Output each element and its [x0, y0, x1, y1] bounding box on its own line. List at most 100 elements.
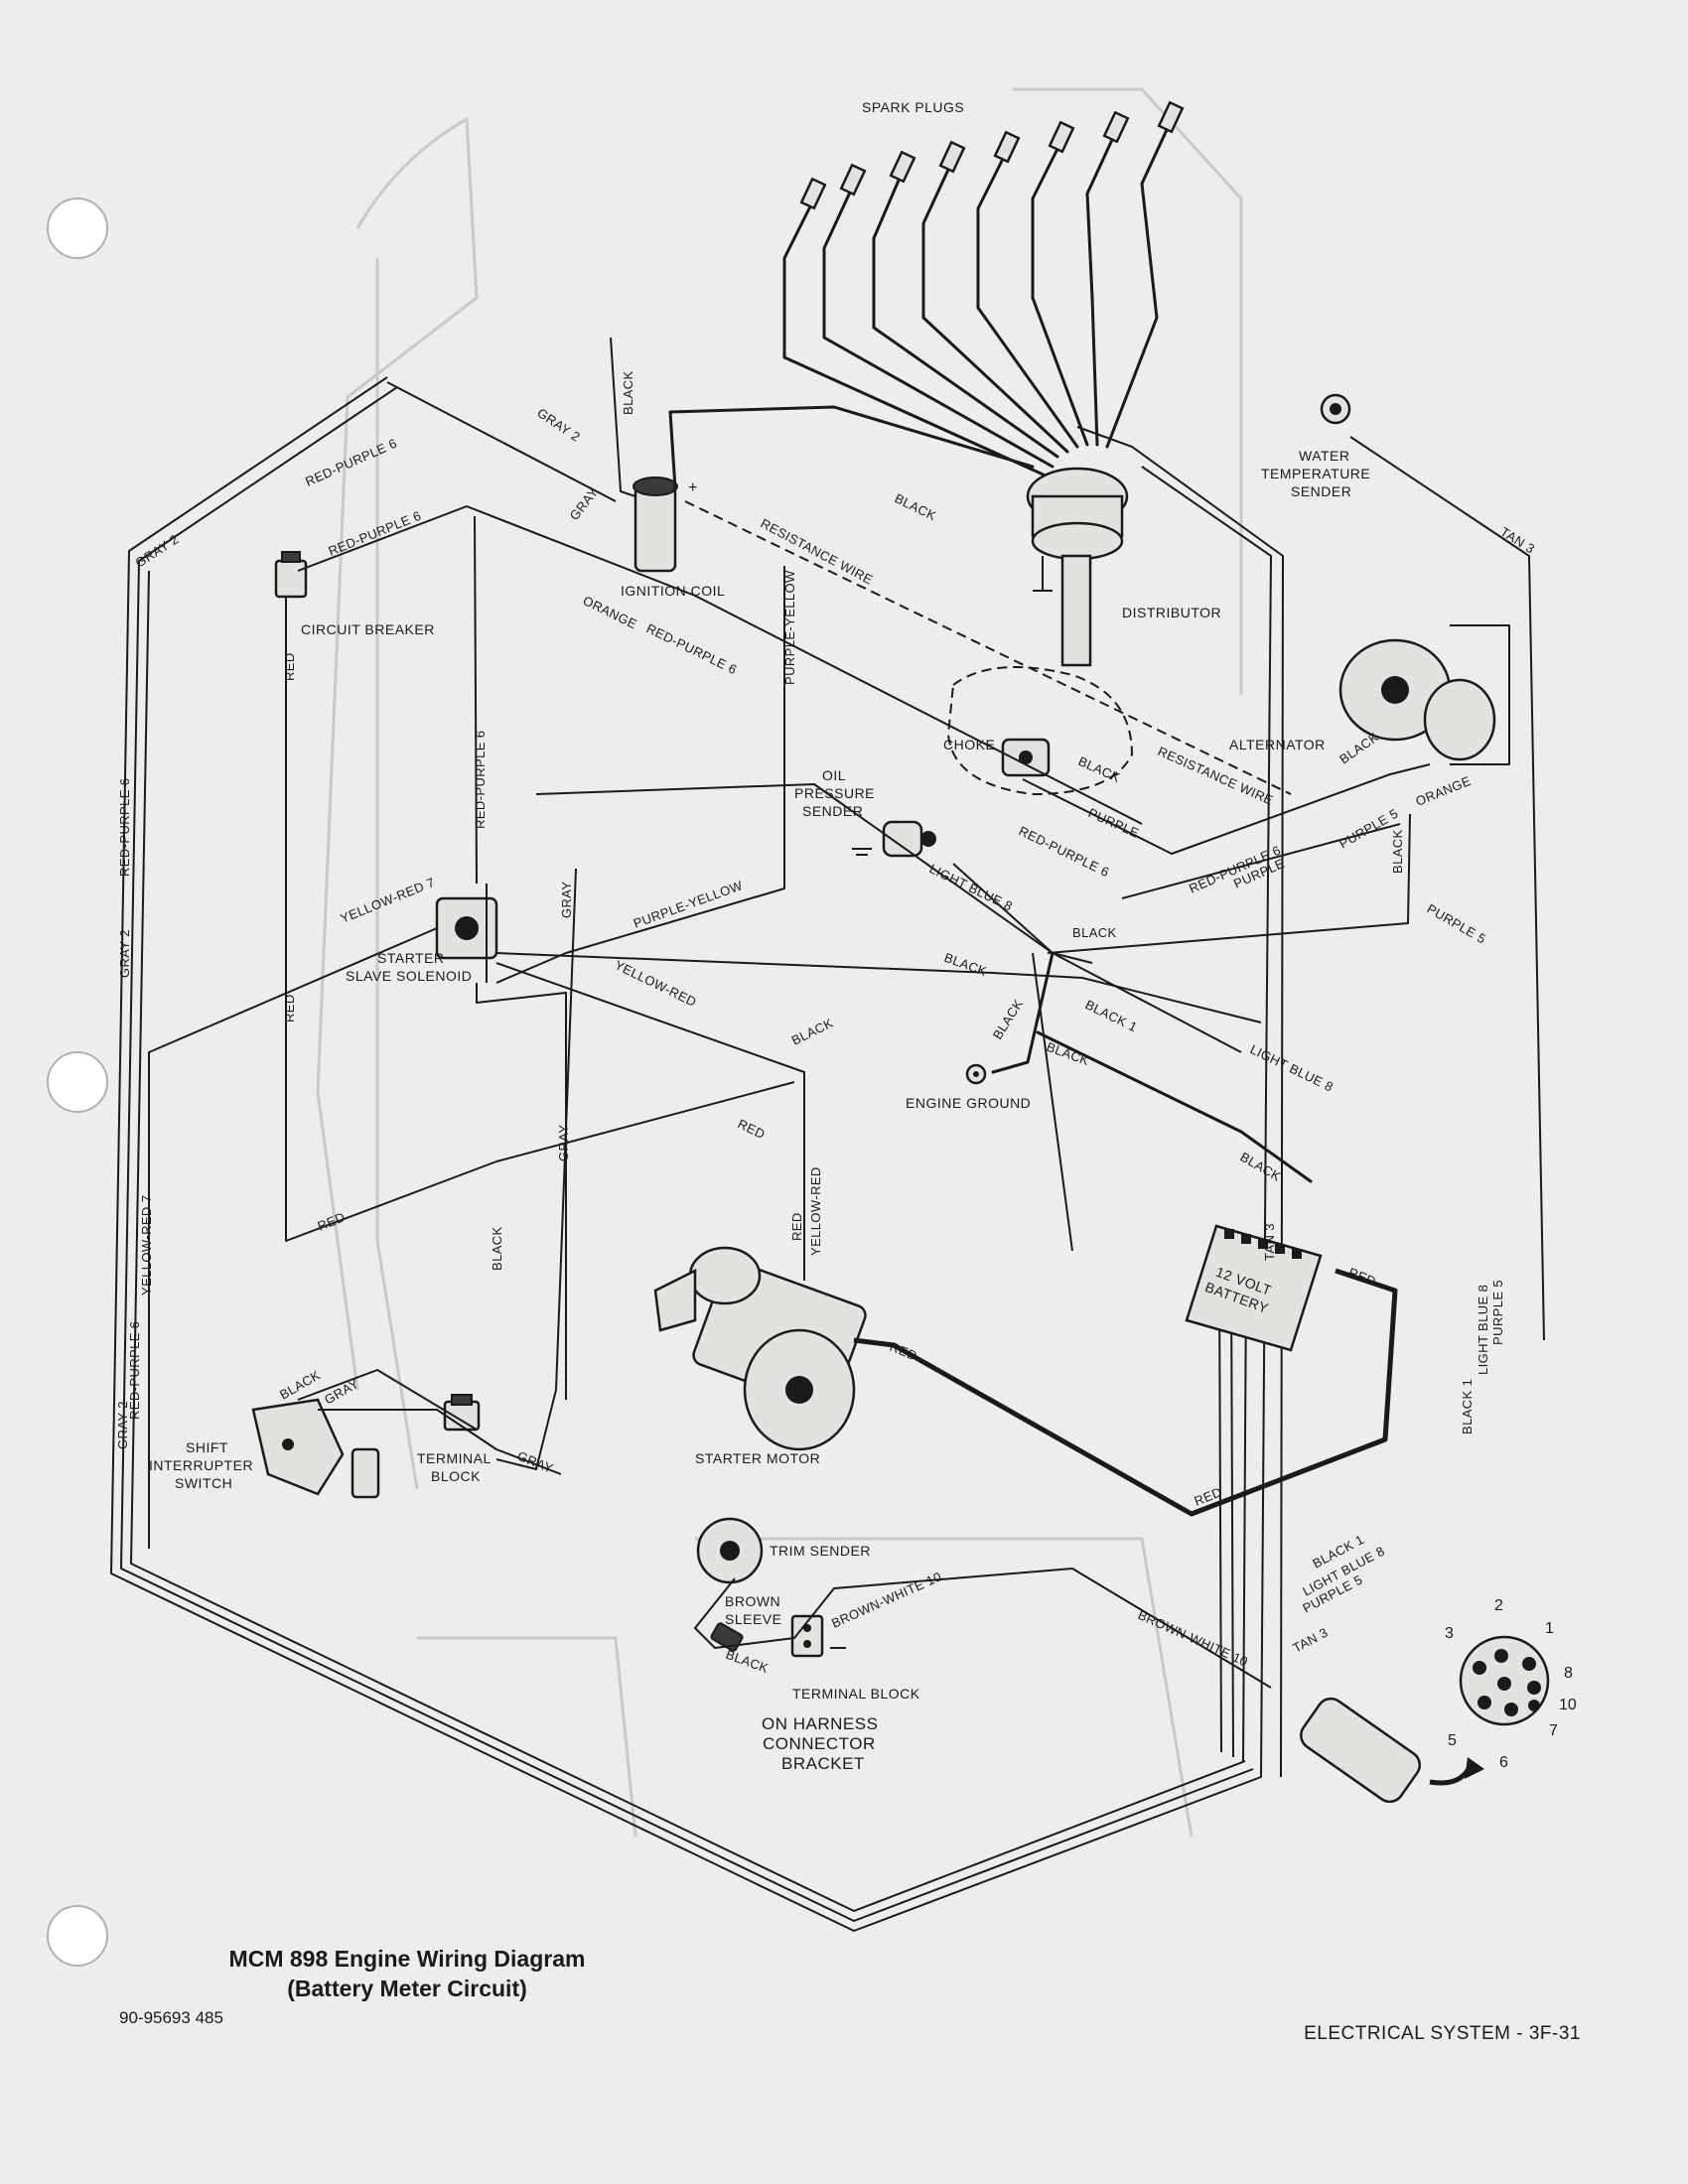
binder-hole-bottom — [47, 1905, 108, 1967]
wire-label-orange-left: ORANGE — [581, 593, 639, 631]
wire-label-brown-white10-top: BROWN-WHITE 10 — [829, 1569, 943, 1630]
trim-sender-icon — [696, 1517, 764, 1584]
wire-labels: GRAY 2 RED-PURPLE 6 RED-PURPLE 6 GRAY 2 … — [115, 370, 1537, 1676]
pin-label-5: 5 — [1448, 1732, 1457, 1749]
engine-ground-icon — [965, 1063, 987, 1085]
wire-label-light-blue8-vert: LIGHT BLUE 8 — [1476, 1285, 1490, 1375]
label-ignition-coil: IGNITION COIL — [621, 583, 725, 599]
wire-label-tan3-right: TAN 3 — [1262, 1223, 1277, 1261]
wire-label-red-starter: RED — [888, 1339, 919, 1364]
pin-label-1: 1 — [1545, 1620, 1554, 1637]
connector-pin-face — [1459, 1635, 1550, 1726]
connector-pin-labels: 1 2 3 5 6 7 8 10 — [1445, 1597, 1577, 1771]
distributor-icon — [1026, 467, 1129, 667]
wire-label-yellow-red-diag: YELLOW-RED — [613, 957, 699, 1010]
component-wiring — [148, 337, 1545, 1689]
wire-label-black-ground-2: BLACK — [990, 997, 1026, 1042]
wire-label-gray2-bottom: GRAY 2 — [115, 1401, 130, 1449]
wire-label-red-purple6-bottom: RED-PURPLE 6 — [127, 1321, 142, 1420]
binder-hole-middle — [47, 1051, 108, 1113]
wire-label-black1-vert: BLACK 1 — [1460, 1379, 1475, 1434]
wire-label-gray-vert: GRAY — [559, 882, 574, 918]
label-oil-1: OIL — [822, 767, 846, 783]
label-starter-2: SLAVE SOLENOID — [346, 968, 472, 984]
wire-label-red-left: RED — [282, 994, 297, 1023]
label-alternator: ALTERNATOR — [1229, 737, 1326, 752]
label-terminal-block-harness: TERMINAL BLOCK — [792, 1686, 920, 1702]
wire-label-tan3-top: TAN 3 — [1497, 524, 1537, 557]
wire-label-red-purple6-vert: RED-PURPLE 6 — [473, 731, 488, 829]
harness-connector-icon — [1300, 1697, 1484, 1804]
label-shift-2: INTERRUPTER — [149, 1457, 253, 1473]
wire-label-red-vert: RED — [789, 1212, 804, 1241]
wire-label-gray2-left: GRAY 2 — [117, 929, 132, 978]
label-brown-sleeve-1: BROWN — [725, 1593, 780, 1609]
label-engine-ground: ENGINE GROUND — [906, 1095, 1031, 1111]
binder-hole-top — [47, 198, 108, 259]
wire-label-gray-shift: GRAY — [322, 1376, 361, 1408]
pin-label-2: 2 — [1494, 1597, 1503, 1614]
diagram-caption: MCM 898 Engine Wiring Diagram (Battery M… — [189, 1944, 626, 2003]
terminal-block-icon — [443, 1394, 481, 1432]
label-terminal-block-2: BLOCK — [431, 1468, 481, 1484]
wire-label-red-left-diag: RED — [316, 1209, 348, 1234]
wire-label-black-ground-3: BLACK — [1045, 1039, 1091, 1068]
wire-label-light-blue8-mid: LIGHT BLUE 8 — [1248, 1041, 1336, 1094]
wire-label-black-vert-left: BLACK — [490, 1226, 504, 1271]
wire-label-black1: BLACK 1 — [1083, 997, 1140, 1034]
label-distributor: DISTRIBUTOR — [1122, 605, 1221, 620]
wire-label-light-blue8-oil: LIGHT BLUE 8 — [927, 861, 1016, 913]
label-harness-2: CONNECTOR — [763, 1734, 876, 1753]
label-oil-2: PRESSURE — [794, 785, 875, 801]
ignition-coil-icon: + — [633, 477, 697, 573]
label-starter-motor: STARTER MOTOR — [695, 1450, 820, 1466]
wire-label-gray-coil: GRAY — [567, 484, 602, 523]
wire-label-black-battery: BLACK — [1238, 1150, 1284, 1184]
oil-pressure-sender-icon — [852, 820, 936, 858]
label-trim-sender: TRIM SENDER — [770, 1543, 871, 1559]
wire-label-black-alternator: BLACK — [1336, 730, 1381, 767]
shift-interrupter-switch-icon — [251, 1398, 380, 1499]
wire-label-black-distributor: BLACK — [893, 490, 939, 523]
caption-title: MCM 898 Engine Wiring Diagram — [228, 1946, 586, 1972]
wire-label-gray-terminal: GRAY — [515, 1448, 555, 1476]
wire-label-black-oil: BLACK — [1072, 925, 1117, 940]
wire-label-gray-lower: GRAY — [556, 1125, 571, 1161]
part-number: 90-95693 485 — [119, 2008, 223, 2027]
wire-label-red-purple6-left: RED-PURPLE 6 — [117, 778, 132, 877]
wire-label-red-purple6-choke: RED-PURPLE 6 — [1017, 823, 1112, 880]
label-water-temperature-2: TEMPERATURE — [1261, 466, 1370, 481]
label-brown-sleeve-2: SLEEVE — [725, 1611, 781, 1627]
wire-label-purple5-vert: PURPLE 5 — [1490, 1280, 1505, 1345]
pin-label-10: 10 — [1559, 1697, 1577, 1713]
bleed-through-ghost — [316, 87, 1243, 1838]
label-circuit-breaker: CIRCUIT BREAKER — [301, 621, 435, 637]
caption-subtitle: (Battery Meter Circuit) — [287, 1976, 527, 2001]
label-starter-1: STARTER — [377, 950, 445, 966]
section-footer: ELECTRICAL SYSTEM - 3F-31 — [1304, 2023, 1581, 2044]
water-temperature-sender-icon — [1320, 393, 1351, 425]
wire-label-yellow-red7-bottom: YELLOW-RED 7 — [139, 1195, 154, 1296]
choke-icon — [946, 666, 1134, 796]
wire-label-resistance-wire-2: RESISTANCE WIRE — [1156, 744, 1276, 808]
wire-label-orange-alt: ORANGE — [1414, 773, 1474, 809]
circuit-breaker-icon — [274, 551, 308, 599]
label-shift-3: SWITCH — [175, 1475, 232, 1491]
wire-label-black-ground-4: BLACK — [789, 1016, 836, 1048]
harness-terminal-block-icon — [790, 1614, 824, 1658]
label-oil-3: SENDER — [802, 803, 863, 819]
component-labels: SPARK PLUGS WATER TEMPERATURE SENDER IGN… — [149, 99, 1370, 1773]
wire-label-black-vert-right: BLACK — [1390, 829, 1405, 874]
label-shift-1: SHIFT — [186, 1439, 228, 1455]
battery-icon — [1185, 1224, 1323, 1352]
main-harness — [110, 376, 1284, 1932]
label-harness-1: ON HARNESS — [762, 1714, 878, 1733]
svg-text:+: + — [688, 479, 697, 496]
wire-label-gray2-coil: GRAY 2 — [534, 405, 583, 445]
wire-label-red-lower: RED — [736, 1116, 768, 1142]
wire-label-purple5-right: PURPLE 5 — [1425, 901, 1489, 947]
label-terminal-block-1: TERMINAL — [417, 1450, 492, 1466]
pin-label-3: 3 — [1445, 1625, 1454, 1642]
wire-label-black-choke: BLACK — [1076, 753, 1123, 785]
pin-label-8: 8 — [1564, 1665, 1573, 1682]
